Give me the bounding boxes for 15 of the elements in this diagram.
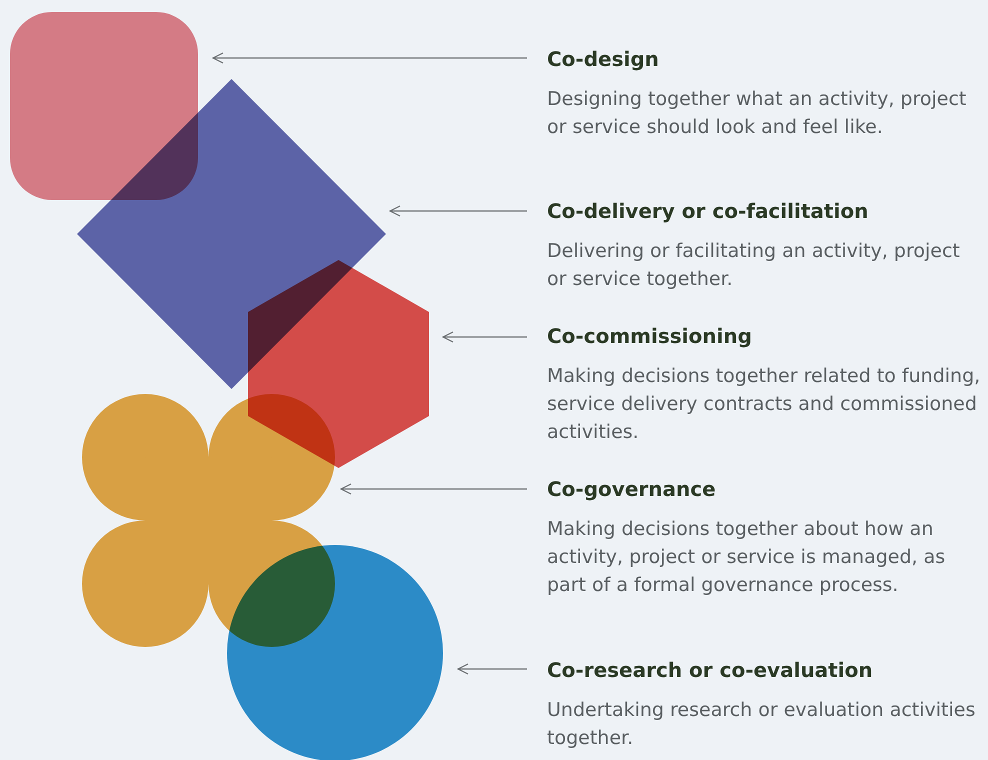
item-description: Making decisions together about how an activity, project or service is managed, as part of a formal governance process. bbox=[547, 517, 946, 598]
item-heading: Co-research or co-evaluation bbox=[547, 657, 874, 684]
item-heading: Co-design bbox=[547, 46, 660, 73]
arrow bbox=[442, 331, 527, 343]
item-description: Designing together what an activity, project or service should look and feel like. bbox=[547, 87, 968, 140]
arrow bbox=[389, 205, 527, 217]
item-description: Delivering or facilitating an activity, project or service together. bbox=[547, 239, 961, 292]
arrow bbox=[457, 663, 527, 675]
arrow bbox=[340, 483, 527, 495]
item-heading: Co-delivery or co-facilitation bbox=[547, 198, 870, 225]
item-heading: Co-commissioning bbox=[547, 323, 753, 350]
item-description: Undertaking research or evaluation activities together. bbox=[547, 698, 976, 751]
item-heading: Co-governance bbox=[547, 476, 717, 503]
item-description: Making decisions together related to funding, service delivery contracts and commissioned activities. bbox=[547, 364, 982, 445]
arrow bbox=[212, 52, 527, 64]
